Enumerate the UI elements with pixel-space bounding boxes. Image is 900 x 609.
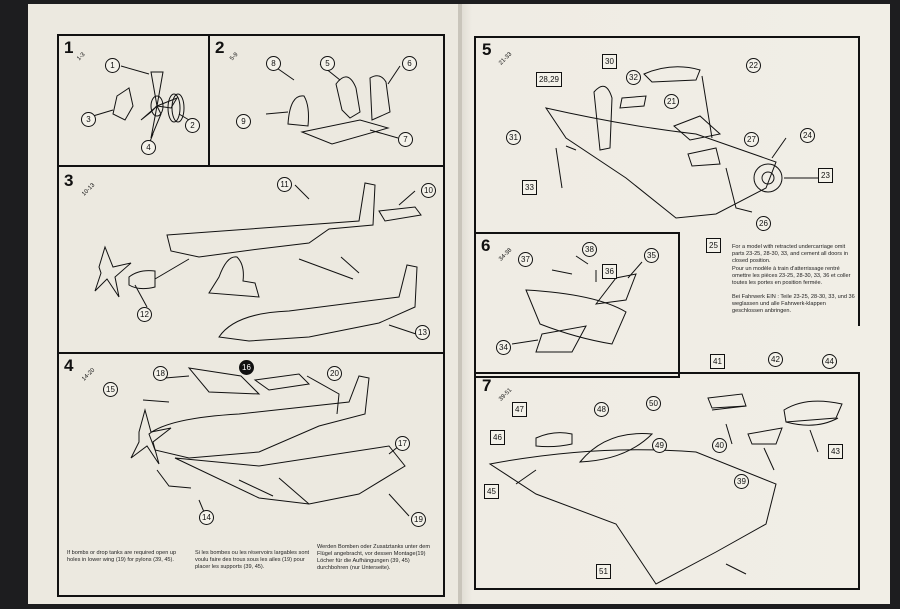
step-7-panel: 7 39-51 39 40 41 42 43 44 45 46 47 48 49… xyxy=(474,352,860,590)
step-number: 3 xyxy=(64,171,74,190)
step-3-drawing xyxy=(94,182,422,342)
part-callout: 42 xyxy=(768,352,783,367)
part-callout: 16 xyxy=(239,360,254,375)
part-callout: 37 xyxy=(518,252,533,267)
step-number: 2 xyxy=(215,38,225,57)
part-callout: 12 xyxy=(137,307,152,322)
part-callout: 19 xyxy=(411,512,426,527)
part-callout: 40 xyxy=(712,438,727,453)
part-callout: 38 xyxy=(582,242,597,257)
retract-note-english: For a model with retracted undercarriage… xyxy=(732,244,848,264)
part-callout: 17 xyxy=(395,436,410,451)
step-6-panel: 6 34-38 34 35 36 37 38 xyxy=(474,232,680,378)
step-number: 5 xyxy=(482,40,492,59)
part-callout: 43 xyxy=(828,444,843,459)
part-callout: 51 xyxy=(596,564,611,579)
part-callout: 9 xyxy=(236,114,251,129)
part-callout: 49 xyxy=(652,438,667,453)
part-callout: 24 xyxy=(800,128,815,143)
part-callout: 5 xyxy=(320,56,335,71)
bombs-note-english: If bombs or drop tanks are required open… xyxy=(67,550,177,563)
part-callout: 25 xyxy=(706,238,721,253)
part-callout: 46 xyxy=(490,430,505,445)
part-callout: 26 xyxy=(756,216,771,231)
step-number: 4 xyxy=(64,356,74,375)
step-number: 1 xyxy=(64,38,74,57)
part-callout: 32 xyxy=(626,70,641,85)
part-callout: 28,29 xyxy=(536,72,562,87)
part-callout: 10 xyxy=(421,183,436,198)
part-callout: 45 xyxy=(484,484,499,499)
retract-note-german: Bei Fahrwerk EIN : Teile 23-25, 28-30, 3… xyxy=(732,294,855,314)
part-callout: 1 xyxy=(105,58,120,73)
step-number: 6 xyxy=(481,236,491,255)
step-4-drawing xyxy=(130,367,410,525)
part-callout: 18 xyxy=(153,366,168,381)
step-4-panel: 4 14-20 14 15 16 17 18 19 20 If bombs or… xyxy=(57,352,445,597)
part-callout: 33 xyxy=(522,180,537,195)
part-callout: 50 xyxy=(646,396,661,411)
part-callout: 15 xyxy=(103,382,118,397)
part-callout: 31 xyxy=(506,130,521,145)
step-1-panel: 1 1-3 1 2 3 4 xyxy=(57,34,210,167)
part-callout: 23 xyxy=(818,168,833,183)
part-callout: 11 xyxy=(277,177,292,192)
part-callout: 27 xyxy=(744,132,759,147)
step-5-drawing xyxy=(544,66,822,219)
part-callout: 48 xyxy=(594,402,609,417)
part-callout: 8 xyxy=(266,56,281,71)
part-callout: 2 xyxy=(185,118,200,133)
part-callout: 20 xyxy=(327,366,342,381)
retract-note-french: Pour un modèle à train d'atterrissage re… xyxy=(732,266,851,286)
part-callout: 35 xyxy=(644,248,659,263)
step-7-drawing xyxy=(488,393,843,585)
part-callout: 6 xyxy=(402,56,417,71)
part-callout: 47 xyxy=(512,402,527,417)
part-callout: 13 xyxy=(415,325,430,340)
bombs-note-german: Werden Bomben oder Zusatztanks unter dem… xyxy=(317,544,431,571)
part-callout: 21 xyxy=(664,94,679,109)
part-callout: 3 xyxy=(81,112,96,127)
part-callout: 36 xyxy=(602,264,617,279)
center-fold xyxy=(458,4,462,604)
part-callout: 30 xyxy=(602,54,617,69)
part-callout: 34 xyxy=(496,340,511,355)
part-callout: 41 xyxy=(710,354,725,369)
part-callout: 14 xyxy=(199,510,214,525)
part-callout: 39 xyxy=(734,474,749,489)
bombs-note-french: Si les bombes ou les réservoirs largable… xyxy=(195,550,310,570)
step-2-panel: 2 5-9 5 6 7 8 9 xyxy=(208,34,445,167)
step-6-drawing xyxy=(511,255,643,353)
part-callout: 22 xyxy=(746,58,761,73)
step-3-panel: 3 10-13 10 11 12 13 xyxy=(57,165,445,354)
part-callout: 44 xyxy=(822,354,837,369)
step-1-drawing xyxy=(92,65,190,145)
part-callout: 7 xyxy=(398,132,413,147)
step-number: 7 xyxy=(482,376,492,395)
step-5-panel: 5 21-33 21 22 23 24 25 26 27 28,29 30 31… xyxy=(474,36,860,326)
step-2-drawing xyxy=(265,63,401,145)
part-callout: 4 xyxy=(141,140,156,155)
